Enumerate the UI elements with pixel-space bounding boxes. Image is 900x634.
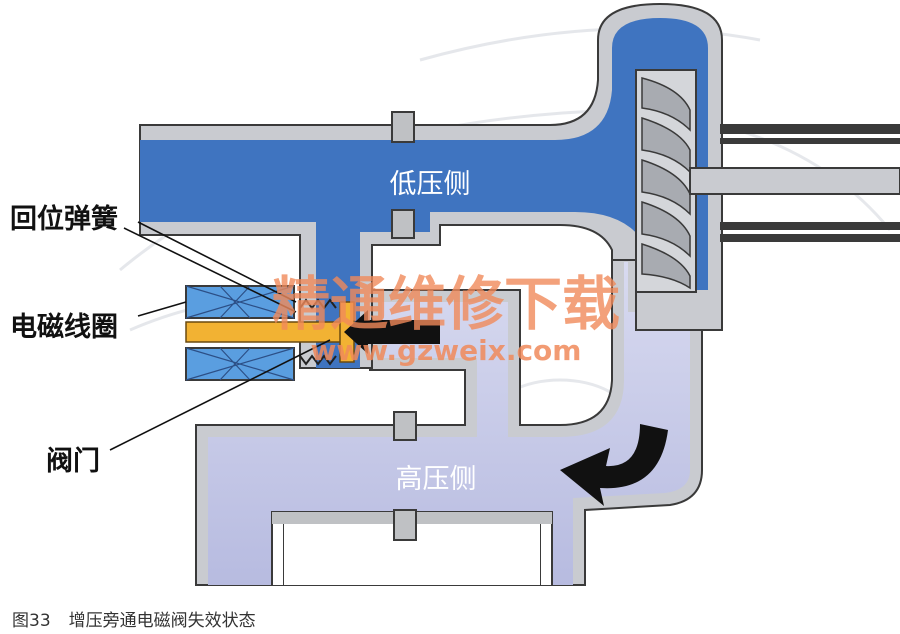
turbo-shaft bbox=[689, 124, 900, 242]
leader-lines bbox=[109, 221, 331, 451]
push-arrow bbox=[344, 310, 440, 354]
figure-number: 图33 bbox=[12, 611, 51, 631]
compressor-wheel bbox=[635, 69, 697, 293]
low-pressure-label: 低压侧 bbox=[390, 169, 471, 200]
return-spring bbox=[299, 298, 337, 310]
watermark-url: www.gzweix.com bbox=[311, 334, 582, 367]
return-spring-label: 回位弹簧 bbox=[10, 203, 118, 235]
flow-arrow bbox=[560, 424, 668, 506]
bypass-valve-diagram: 低压侧 高压侧 回位弹簧 电磁线圈 阀门 精通维修下载 www.gzweix.c… bbox=[10, 2, 900, 586]
valve-label: 阀门 bbox=[46, 446, 100, 477]
figure-caption: 图33 增压旁通电磁阀失效状态 bbox=[12, 606, 256, 631]
solenoid-coil-label: 电磁线圈 bbox=[10, 312, 118, 343]
high-pressure-chamber bbox=[195, 249, 703, 586]
watermark-title: 精通维修下载 bbox=[272, 270, 620, 338]
high-pressure-label: 高压侧 bbox=[396, 464, 477, 495]
figure-caption-text: 增压旁通电磁阀失效状态 bbox=[68, 611, 256, 631]
low-pressure-chamber bbox=[139, 2, 723, 369]
